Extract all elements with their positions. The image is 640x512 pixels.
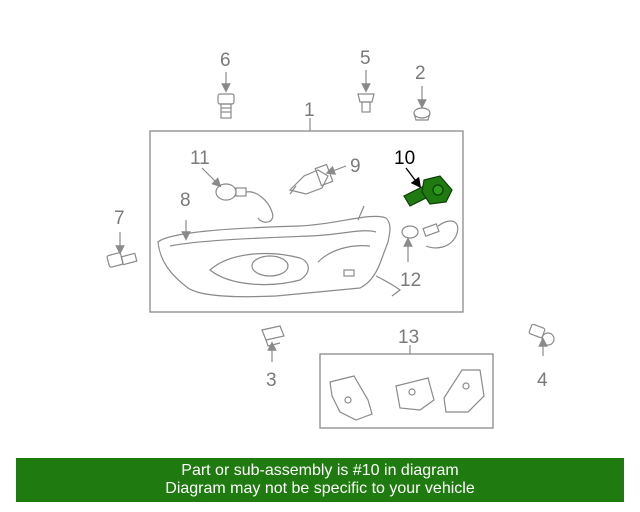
bracket-middle xyxy=(395,377,435,411)
screw-5 xyxy=(357,93,375,113)
info-banner: Part or sub-assembly is #10 in diagram D… xyxy=(16,458,624,502)
bracket-frame-13 xyxy=(319,353,494,429)
callout-10[interactable]: 10 xyxy=(394,148,415,169)
assembly-frame-1 xyxy=(149,130,464,313)
callout-1[interactable]: 1 xyxy=(304,100,315,121)
callout-6[interactable]: 6 xyxy=(220,50,231,71)
bolt-6 xyxy=(217,93,235,119)
banner-line-2: Diagram may not be specific to your vehi… xyxy=(165,480,475,497)
clip-3 xyxy=(261,325,285,347)
callout-12[interactable]: 12 xyxy=(400,270,421,291)
callout-2[interactable]: 2 xyxy=(415,63,426,84)
callout-13[interactable]: 13 xyxy=(398,327,419,348)
clip-2 xyxy=(413,107,431,121)
bulb-12 xyxy=(401,220,459,249)
callout-11[interactable]: 11 xyxy=(190,148,210,169)
bracket-left xyxy=(329,375,373,421)
bolt-4 xyxy=(528,323,555,346)
callout-7[interactable]: 7 xyxy=(114,208,125,229)
bulb-11 xyxy=(215,183,274,223)
bracket-right xyxy=(443,369,485,413)
callout-3[interactable]: 3 xyxy=(266,370,277,391)
bulb-9 xyxy=(288,163,334,195)
banner-line-1: Part or sub-assembly is #10 in diagram xyxy=(181,462,459,479)
headlamp-housing xyxy=(157,205,402,298)
callout-9[interactable]: 9 xyxy=(350,156,361,177)
callout-4[interactable]: 4 xyxy=(537,370,548,391)
callout-8[interactable]: 8 xyxy=(180,190,191,211)
socket-10-highlighted[interactable] xyxy=(403,175,453,207)
bolt-7 xyxy=(106,252,138,268)
callout-5[interactable]: 5 xyxy=(360,48,371,69)
